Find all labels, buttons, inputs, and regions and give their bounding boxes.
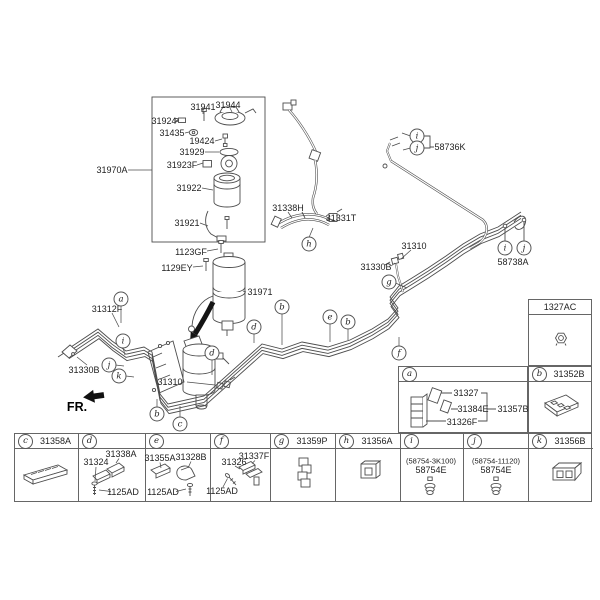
callout-k-legend: k	[532, 433, 547, 449]
part-label-31310-right: 31310	[401, 241, 427, 251]
callout-d-legend: d	[82, 433, 97, 449]
panel-a-header: a	[399, 366, 527, 382]
part-label-31971: 31971	[247, 287, 273, 297]
legend-cell-j: j	[464, 433, 529, 501]
legend-cell-c: c 31358A	[15, 433, 79, 501]
panel-b: b 31352B	[528, 366, 592, 433]
panel-1327ac-header: 1327AC	[529, 300, 591, 315]
part-label-31970A: 31970A	[96, 165, 128, 175]
part-label-31357B: 31357B	[497, 404, 529, 414]
part-label-31929: 31929	[179, 147, 205, 157]
callout-f-legend: f	[214, 433, 229, 449]
panel-b-header: b 31352B	[529, 366, 591, 382]
legend-cell-i: i	[401, 433, 464, 501]
part-label-31337F: 31337F	[238, 451, 270, 461]
part-label-31922: 31922	[176, 183, 202, 193]
part-label-31330B-left: 31330B	[68, 365, 100, 375]
part-label-31310-left: 31310	[157, 377, 183, 387]
legend-cell-h: h 31356A	[336, 433, 401, 501]
callout-b-panel: b	[532, 366, 547, 382]
part-label-1125AD-d: 1125AD	[107, 487, 139, 497]
callout-g-legend: g	[274, 433, 289, 449]
legend-cell-d: d	[79, 433, 146, 501]
legend-cell-k: k 31356B	[529, 433, 593, 501]
callout-j-58736K: j	[409, 140, 425, 156]
callout-b-2: b	[274, 299, 290, 315]
callout-i-1: i	[115, 333, 131, 349]
part-label-1125AD-f: 1125AD	[206, 486, 238, 496]
callout-b-1: b	[149, 406, 165, 422]
part-label-1125AD-e: 1125AD	[147, 487, 179, 497]
part-label-31338A: 31338A	[105, 449, 137, 459]
part-label-31384E: 31384E	[457, 404, 489, 414]
panel-1327ac: 1327AC	[528, 299, 592, 366]
legend-title-31359P: 31359P	[296, 436, 328, 446]
part-label-31924: 31924	[151, 116, 177, 126]
part-label-1123GF: 1123GF	[175, 247, 207, 257]
callout-j-legend: j	[467, 433, 482, 449]
callout-g: g	[381, 274, 397, 290]
part-label-31923F: 31923F	[166, 160, 198, 170]
callout-i-58738A: i	[497, 240, 513, 256]
part-code-58754-11120: (58754-11120)	[471, 456, 521, 466]
callout-j-58738A: j	[516, 240, 532, 256]
callout-a-panel: a	[402, 366, 417, 382]
part-label-31331T: 31331T	[325, 213, 357, 223]
part-label-58738A: 58738A	[497, 257, 529, 267]
panel-b-title: 31352B	[553, 369, 585, 379]
panel-1327ac-title: 1327AC	[543, 302, 577, 312]
callout-a: a	[113, 291, 129, 307]
part-label-31326F: 31326F	[446, 417, 478, 427]
legend-cell-f: f	[211, 433, 271, 501]
part-label-58754E-i: 58754E	[415, 465, 447, 475]
part-label-31330B-right: 31330B	[360, 262, 392, 272]
callout-b-3: b	[340, 314, 356, 330]
callout-h-legend: h	[339, 433, 354, 449]
part-label-1129EY: 1129EY	[161, 263, 193, 273]
part-label-31944: 31944	[215, 100, 241, 110]
part-label-31327: 31327	[453, 388, 479, 398]
legend-title-31356B: 31356B	[554, 436, 586, 446]
callout-k: k	[111, 368, 127, 384]
callout-c: c	[172, 416, 188, 432]
part-label-31435: 31435	[159, 128, 185, 138]
fr-direction-label: FR.	[66, 400, 88, 414]
callout-d-2: d	[246, 319, 262, 335]
callout-f: f	[391, 345, 407, 361]
callout-h: h	[301, 236, 317, 252]
part-label-31328B: 31328B	[175, 452, 207, 462]
callout-e-legend: e	[149, 433, 164, 449]
legend-title-31358A: 31358A	[39, 436, 72, 446]
part-label-31338H: 31338H	[272, 203, 304, 213]
part-code-58754-3K100: (58754-3K100)	[405, 456, 457, 466]
legend-cell-e: e	[146, 433, 211, 501]
callout-i-legend: i	[404, 433, 419, 449]
legend-title-31356A: 31356A	[361, 436, 393, 446]
callout-e: e	[322, 309, 338, 325]
legend-cell-g: g 31359P	[271, 433, 336, 501]
callout-d-1: d	[204, 345, 220, 361]
part-label-31355A: 31355A	[144, 453, 176, 463]
part-label-58736K: 58736K	[434, 142, 466, 152]
part-label-31921: 31921	[174, 218, 200, 228]
callout-c-legend: c	[18, 433, 33, 449]
part-label-58754E-j: 58754E	[480, 465, 512, 475]
part-label-31941: 31941	[190, 102, 216, 112]
part-label-19424: 19424	[189, 136, 215, 146]
